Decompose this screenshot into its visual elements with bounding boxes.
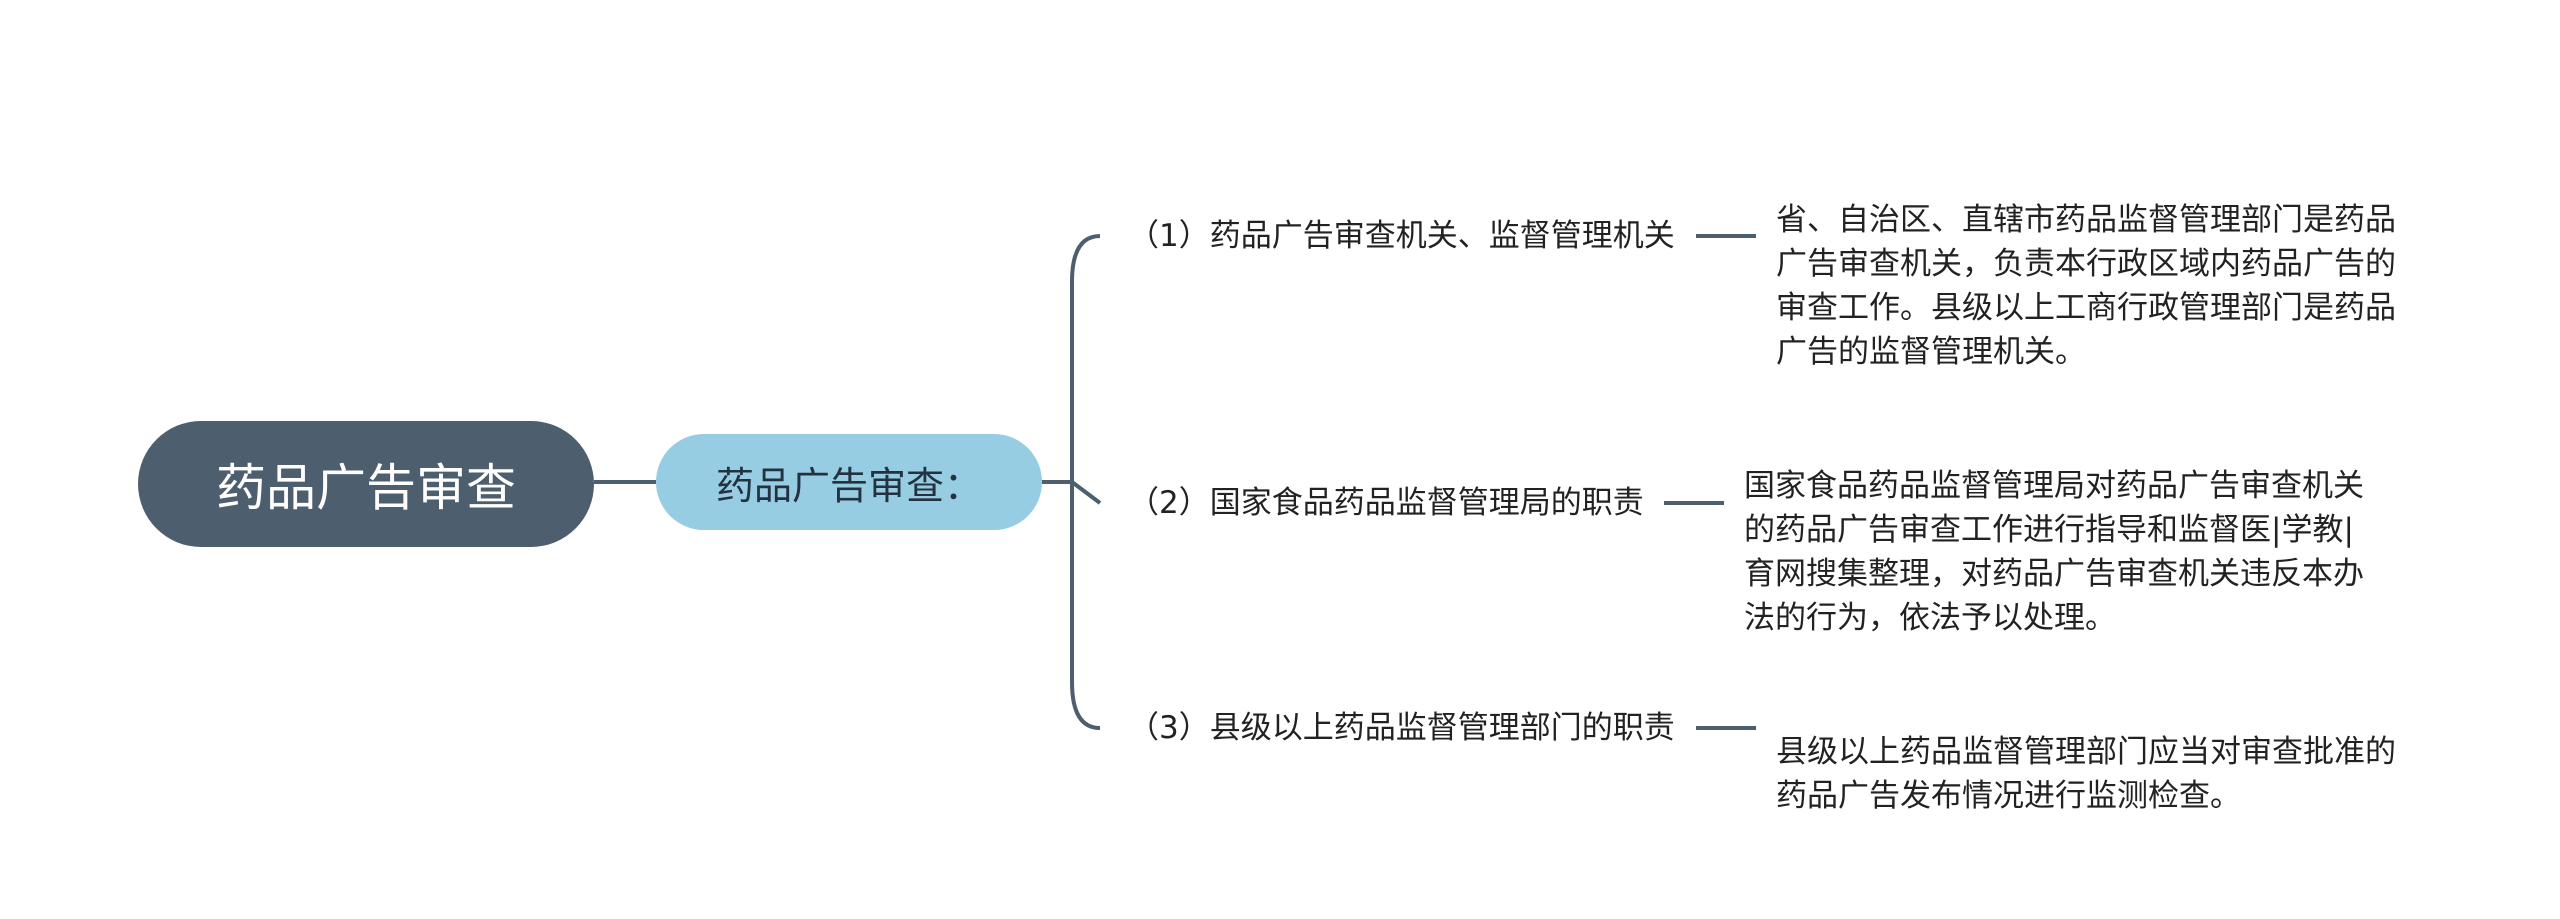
connector-bracket-mid [1070,480,1102,505]
leaf-node-2[interactable]: 国家食品药品监督管理局对药品广告审查机关 的药品广告审查工作进行指导和监督医|学… [1744,420,2364,640]
sub-node[interactable]: 药品广告审查： [656,434,1042,530]
leaf-text: 省、自治区、直辖市药品监督管理部门是药品 广告审查机关，负责本行政区域内药品广告… [1776,202,2396,370]
sub-label: 药品广告审查： [715,463,982,508]
leaf-text: 国家食品药品监督管理局对药品广告审查机关 的药品广告审查工作进行指导和监督医|学… [1744,468,2364,636]
connector-bracket [1070,234,1101,730]
leaf-text: 县级以上药品监督管理部门应当对审查批准的 药品广告发布情况进行监测检查。 [1776,734,2396,814]
branch-node-1[interactable]: （1）药品广告审查机关、监督管理机关 [1128,216,1675,256]
branch-node-3[interactable]: （3）县级以上药品监督管理部门的职责 [1128,708,1675,748]
branch-label: （2）国家食品药品监督管理局的职责 [1128,485,1644,521]
branch-label: （1）药品广告审查机关、监督管理机关 [1128,218,1675,254]
leaf-node-1[interactable]: 省、自治区、直辖市药品监督管理部门是药品 广告审查机关，负责本行政区域内药品广告… [1776,154,2396,374]
branch-node-2[interactable]: （2）国家食品药品监督管理局的职责 [1128,483,1644,523]
root-label: 药品广告审查 [216,459,516,517]
root-node[interactable]: 药品广告审查 [138,421,594,547]
leaf-node-3[interactable]: 县级以上药品监督管理部门应当对审查批准的 药品广告发布情况进行监测检查。 [1776,686,2396,818]
branch-label: （3）县级以上药品监督管理部门的职责 [1128,710,1675,746]
